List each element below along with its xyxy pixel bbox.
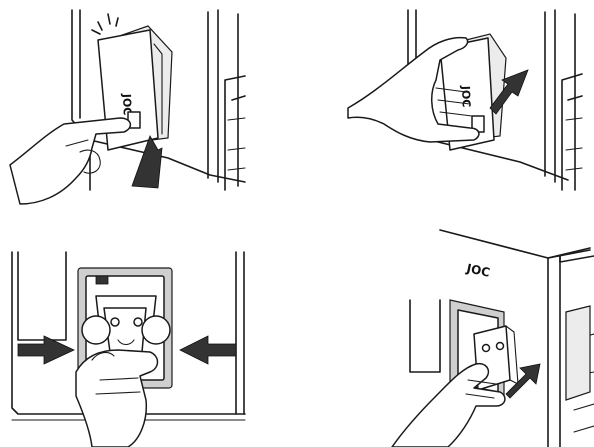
side-frame xyxy=(574,404,594,432)
machine-body xyxy=(18,252,66,340)
hand xyxy=(10,118,130,204)
panel-step-4: JOC xyxy=(392,230,594,447)
panel-step-1: JOC xyxy=(10,10,245,204)
housing-top-slot xyxy=(96,276,108,284)
left-grip xyxy=(82,316,110,344)
right-grip xyxy=(142,316,170,344)
panel-step-2: JOC xyxy=(348,10,582,190)
machine-body xyxy=(548,256,560,447)
cover-logo: JOC xyxy=(459,85,473,108)
machine-logo: JOC xyxy=(464,261,491,280)
side-frame xyxy=(566,118,582,170)
side-frame xyxy=(208,10,238,186)
hand xyxy=(392,364,505,447)
mechanism-hole xyxy=(111,318,119,326)
mechanism-hole xyxy=(497,343,504,350)
hand xyxy=(76,350,158,447)
mechanism-hole xyxy=(134,318,142,326)
machine-body xyxy=(236,252,244,414)
side-frame xyxy=(562,74,582,190)
side-frame xyxy=(228,118,245,170)
mechanism-hole xyxy=(483,345,490,352)
arrow-left-icon xyxy=(180,336,236,364)
side-frame xyxy=(225,76,245,190)
panel-step-3 xyxy=(12,252,245,447)
machine-body xyxy=(410,300,440,372)
side-panel xyxy=(566,306,590,400)
sparkle-icon xyxy=(92,14,118,34)
